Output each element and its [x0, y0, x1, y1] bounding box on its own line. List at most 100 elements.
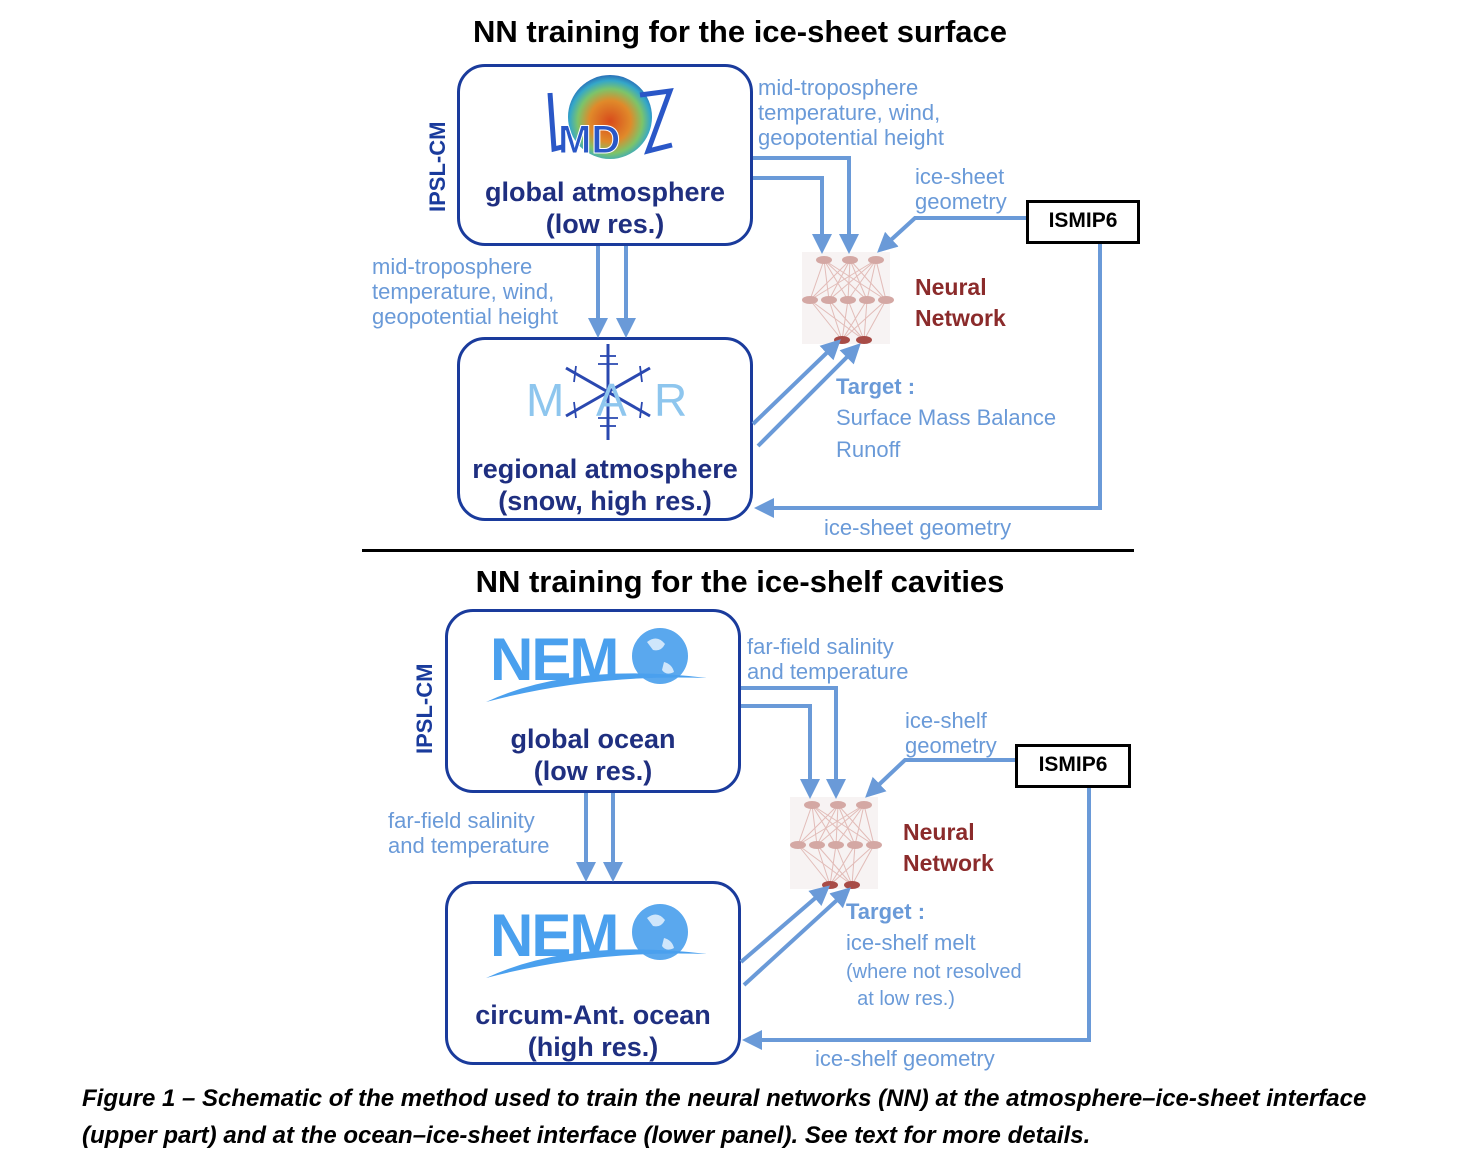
nn-node: [840, 296, 856, 304]
bottom-ipsl-cm-label: IPSL-CM: [412, 663, 437, 754]
nn-node: [868, 256, 884, 264]
nn-connection: [823, 259, 849, 301]
nn-connection: [809, 299, 843, 341]
nn-connection: [847, 259, 877, 301]
nn-connection: [828, 299, 865, 341]
nn-connection: [828, 259, 877, 301]
nn-connection: [811, 804, 875, 846]
nn-connection: [847, 299, 865, 341]
top-ismip-to-nn-text: ice-sheet geometry: [915, 164, 1007, 214]
nn-connection: [809, 259, 877, 301]
nn-connection: [841, 299, 868, 341]
nn-connection: [809, 299, 865, 341]
nn-connection: [816, 804, 839, 846]
nn-connection: [863, 299, 887, 341]
nn-connection: [809, 259, 851, 301]
mar-snowflake-logo-icon: M A R: [526, 344, 687, 440]
nn-connection: [809, 259, 825, 301]
nn-connection: [835, 804, 839, 846]
global-ocean-box: NEM global ocean (low res.): [445, 609, 741, 793]
nn-node: [847, 841, 863, 849]
nn-connection: [829, 844, 875, 886]
nn-connection: [835, 844, 853, 886]
bottom-to-nn-text: far-field salinity and temperature: [747, 634, 909, 684]
circum-ant-ocean-line2: (high res.): [527, 1032, 659, 1062]
top-neural-network-icon: [802, 252, 894, 344]
nn-connection: [816, 804, 865, 846]
bottom-nn-label: Neural Network: [903, 819, 994, 876]
nn-connection: [816, 844, 853, 886]
nn-connection: [823, 259, 830, 301]
nn-connection: [847, 259, 851, 301]
nemo-logo-icon: NEM: [486, 626, 707, 702]
bottom-ismip6-box: ISMIP6: [1015, 744, 1131, 788]
global-atmosphere-line2: (low res.): [545, 209, 665, 239]
arrow-global-to-nn-1: [753, 156, 859, 254]
nn-connection: [875, 259, 887, 301]
nn-connection: [837, 804, 875, 846]
arrow-ismip-to-nn: [877, 216, 1026, 253]
global-ocean-line1: global ocean: [510, 724, 676, 754]
nn-connection: [823, 259, 868, 301]
nn-connection: [823, 259, 887, 301]
top-nn-label: Neural Network: [915, 274, 1006, 331]
nn-node: [834, 336, 850, 344]
bottom-target-line: at low res.): [846, 988, 955, 1010]
nn-connection: [849, 259, 887, 301]
nn-connection: [829, 844, 856, 886]
nn-node: [856, 801, 872, 809]
arrow-regional-to-nn-1: [751, 339, 841, 426]
nn-node: [816, 256, 832, 264]
bottom-target-head: Target :: [846, 899, 926, 924]
nn-node: [822, 881, 838, 889]
nn-node: [830, 801, 846, 809]
panel-divider: [362, 549, 1134, 552]
svg-text:R: R: [654, 374, 687, 426]
bottom-feedback-text: ice-shelf geometry: [815, 1046, 995, 1071]
nn-node: [802, 296, 818, 304]
nn-connection: [854, 804, 865, 846]
nn-node: [809, 841, 825, 849]
nn-node: [859, 296, 875, 304]
nn-connection: [866, 259, 877, 301]
bottom-panel-title: NN training for the ice-shelf cavities: [475, 564, 1005, 599]
global-atmosphere-line1: global atmosphere: [484, 177, 726, 207]
nn-connection: [841, 299, 849, 341]
global-ocean-line2: (low res.): [533, 756, 653, 786]
top-panel-title: NN training for the ice-sheet surface: [472, 14, 1007, 49]
bottom-target-line: (where not resolved: [846, 961, 1022, 983]
circum-ant-ocean-line1: circum-Ant. ocean: [475, 1000, 711, 1030]
nn-node: [828, 841, 844, 849]
nn-connection: [797, 804, 839, 846]
arrow-global-ocean-to-nn-1: [741, 686, 846, 799]
nn-connection: [797, 804, 865, 846]
nn-node: [856, 336, 872, 344]
nn-connection: [863, 804, 875, 846]
arrow-global-ocean-to-nn-2: [741, 704, 820, 799]
nn-connection: [837, 804, 856, 846]
lmdz-logo-icon: MD: [547, 75, 674, 163]
nn-connection: [797, 844, 853, 886]
top-ipsl-cm-label: IPSL-CM: [425, 121, 450, 212]
top-feedback-text: ice-sheet geometry: [824, 515, 1012, 540]
nn-connection: [797, 804, 813, 846]
arrow-global-to-nn-2: [753, 176, 832, 254]
nn-node: [844, 881, 860, 889]
nn-connection: [811, 804, 837, 846]
regional-atmosphere-box: M A R regional atmosphere (snow, high re…: [457, 337, 753, 521]
nn-connection: [851, 844, 875, 886]
circum-ant-ocean-box: NEM circum-Ant. ocean (high res.): [445, 881, 741, 1065]
top-target-head: Target :: [836, 374, 916, 399]
nn-connection: [829, 844, 837, 886]
nn-node: [842, 256, 858, 264]
bottom-to-regional-text: far-field salinity and temperature: [388, 808, 550, 858]
nn-connection: [816, 844, 831, 886]
bottom-neural-network-icon: [790, 797, 882, 889]
nn-node: [878, 296, 894, 304]
top-to-regional-text: mid-troposphere temperature, wind, geopo…: [372, 254, 558, 329]
nn-node: [821, 296, 837, 304]
nn-connection: [851, 844, 856, 886]
nn-connection: [811, 804, 818, 846]
svg-text:A: A: [596, 374, 627, 426]
top-target-line: Runoff: [836, 437, 901, 462]
